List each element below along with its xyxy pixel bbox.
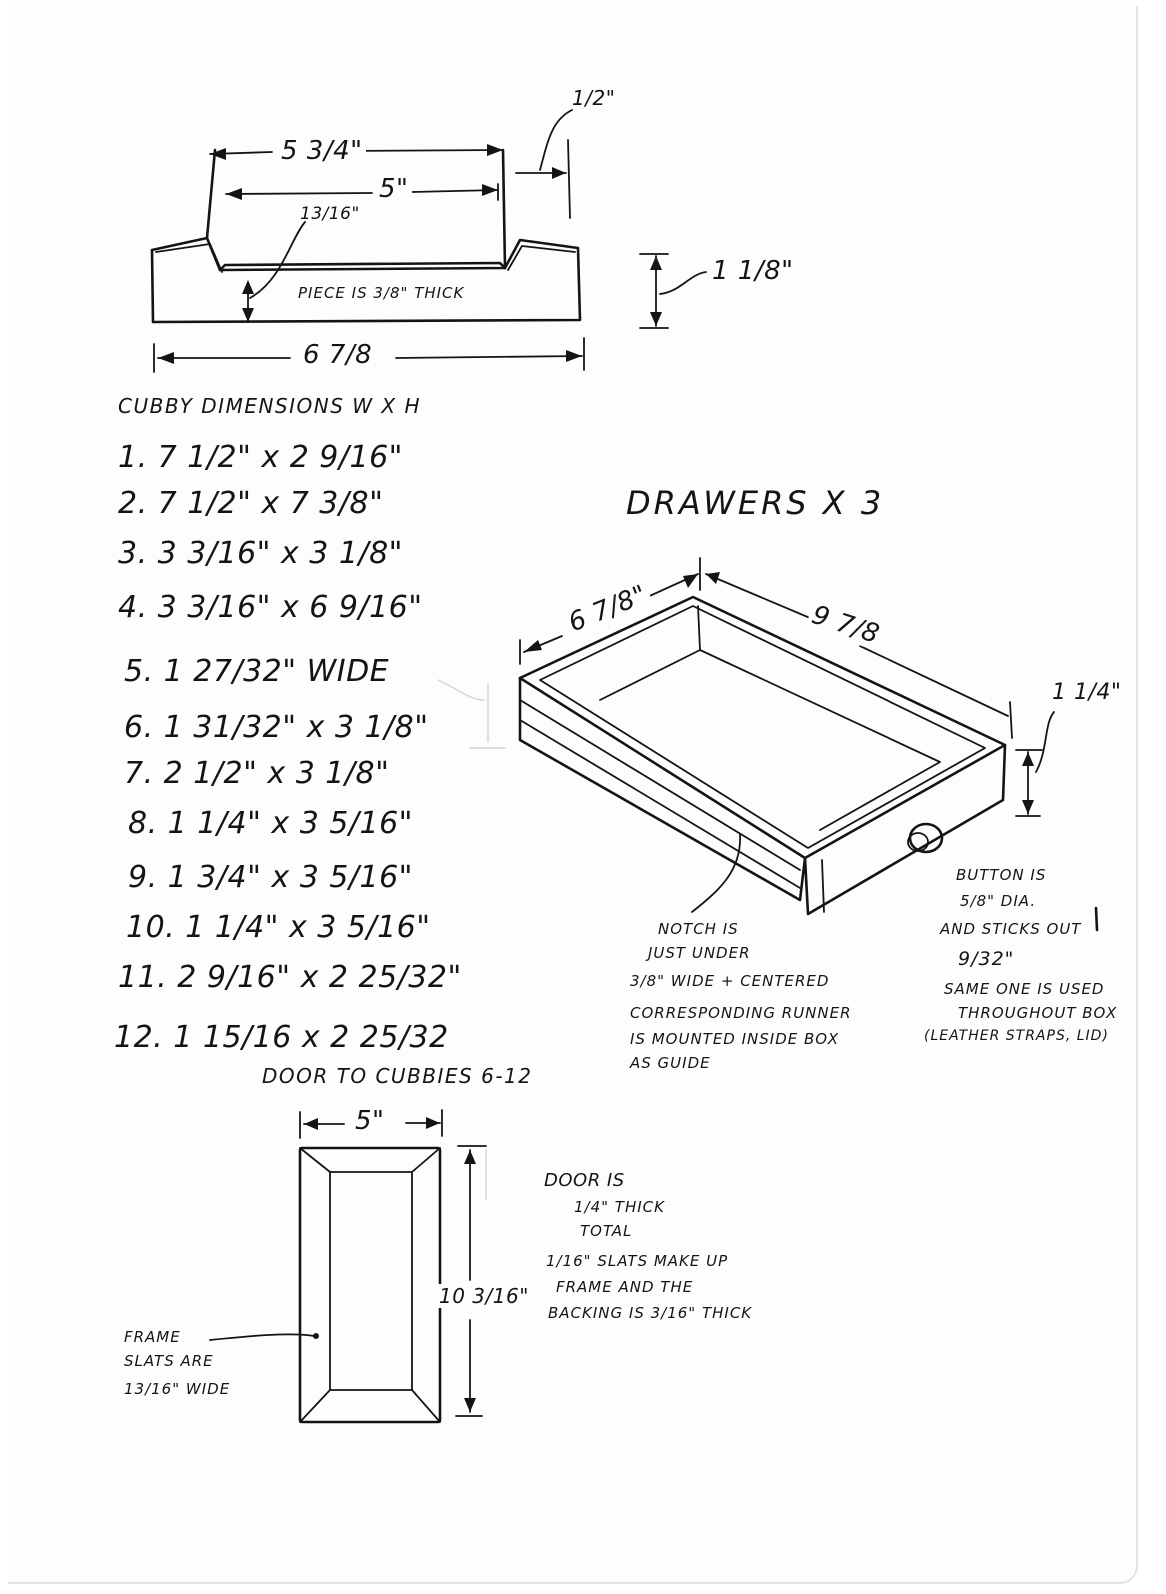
door-heading: DOOR TO CUBBIES 6-12: [262, 1064, 533, 1088]
profile-piece-outline: [150, 148, 582, 324]
cubby-item: 6. 1 31/32" x 3 1/8": [124, 710, 429, 745]
cubby-item: 9. 1 3/4" x 3 5/16": [128, 860, 413, 895]
notch-note-line: CORRESPONDING RUNNER: [630, 1004, 852, 1022]
button-note-line: THROUGHOUT BOX: [958, 1004, 1118, 1022]
drawer-notch-leader: [691, 833, 741, 913]
cubby-item: 2. 7 1/2" x 7 3/8": [118, 486, 384, 521]
drawer-height-dim-line: [1015, 711, 1055, 817]
door-height-dim-line: [455, 1145, 487, 1417]
cubby-item: 8. 1 1/4" x 3 5/16": [128, 806, 413, 841]
notch-note-line: JUST UNDER: [648, 944, 751, 962]
door-height-dim: 10 3/16": [436, 1284, 532, 1308]
button-note-line: (LEATHER STRAPS, LID): [924, 1028, 1109, 1044]
drawers-title: DRAWERS X 3: [626, 484, 885, 522]
cubby-item: 4. 3 3/16" x 6 9/16": [118, 590, 423, 625]
door-note-line: TOTAL: [580, 1222, 633, 1240]
drawer-height-dim: 1 1/4": [1052, 680, 1122, 705]
button-note-line: 5/8" DIA.: [960, 892, 1037, 910]
profile-bottom-dim-line: [153, 337, 585, 373]
profile-top-inner-dim-line: [225, 183, 499, 201]
profile-wall-thickness-dim: 1/2": [572, 86, 616, 110]
frame-note-line: SLATS ARE: [124, 1352, 214, 1370]
profile-bevel-dim: 13/16": [300, 204, 360, 224]
notch-note-line: 3/8" WIDE + CENTERED: [630, 972, 830, 990]
profile-bottom-dim: 6 7/8: [300, 340, 376, 370]
door-width-dim: 5": [352, 1106, 388, 1136]
profile-height-dim: 1 1/8": [712, 256, 794, 286]
door-note-line: 1/4" THICK: [574, 1198, 665, 1216]
drawer-length-dim-line: [705, 572, 1013, 739]
profile-top-inner-dim: 5": [376, 174, 412, 204]
profile-top-outer-dim: 5 3/4": [278, 136, 366, 166]
frame-slats-leader: [209, 1333, 319, 1341]
notch-note-line: IS MOUNTED INSIDE BOX: [630, 1030, 839, 1048]
door-note-line: BACKING IS 3/16" THICK: [548, 1304, 753, 1322]
button-note-line: AND STICKS OUT: [940, 920, 1082, 938]
cubby-item: 1. 7 1/2" x 2 9/16": [118, 440, 403, 475]
button-note-line: SAME ONE IS USED: [944, 980, 1105, 998]
drawer-outline: [518, 595, 1007, 916]
door-width-dim-line: [299, 1109, 443, 1139]
drawer-button-knob: [907, 822, 944, 854]
profile-bevel-leader: [249, 221, 306, 299]
door-note-line: DOOR IS: [544, 1170, 625, 1191]
frame-note-line: 13/16" WIDE: [124, 1380, 231, 1398]
cubby-item: 5. 1 27/32" WIDE: [124, 654, 390, 689]
margin-tick-mark: [1094, 906, 1099, 932]
profile-thickness-arrow: [242, 280, 254, 323]
notch-note-line: NOTCH IS: [658, 920, 739, 938]
cubby-item: 11. 2 9/16" x 2 25/32": [118, 960, 462, 995]
profile-wall-dim-line: [515, 109, 573, 219]
cubby-item: 12. 1 15/16 x 2 25/32: [114, 1020, 449, 1055]
cubby-heading: CUBBY DIMENSIONS W x H: [118, 394, 421, 418]
profile-height-dim-line: [639, 253, 707, 329]
cubby-item: 7. 2 1/2" x 3 1/8": [124, 756, 390, 791]
door-note-line: FRAME AND THE: [556, 1278, 694, 1296]
door-note-line: 1/16" SLATS MAKE UP: [546, 1252, 729, 1270]
frame-note-line: FRAME: [124, 1328, 181, 1346]
button-note-line: BUTTON IS: [956, 866, 1047, 884]
door-outline: [298, 1146, 442, 1424]
cubby-item: 10. 1 1/4" x 3 5/16": [126, 910, 431, 945]
paper-sheet: [8, 6, 1138, 1584]
cubby-item: 3. 3 3/16" x 3 1/8": [118, 536, 403, 571]
bleed-through-marks: [437, 679, 506, 1201]
notch-note-line: AS GUIDE: [630, 1054, 711, 1072]
profile-thickness-note: PIECE IS 3/8" THICK: [298, 284, 465, 302]
button-note-line: 9/32": [958, 948, 1015, 970]
